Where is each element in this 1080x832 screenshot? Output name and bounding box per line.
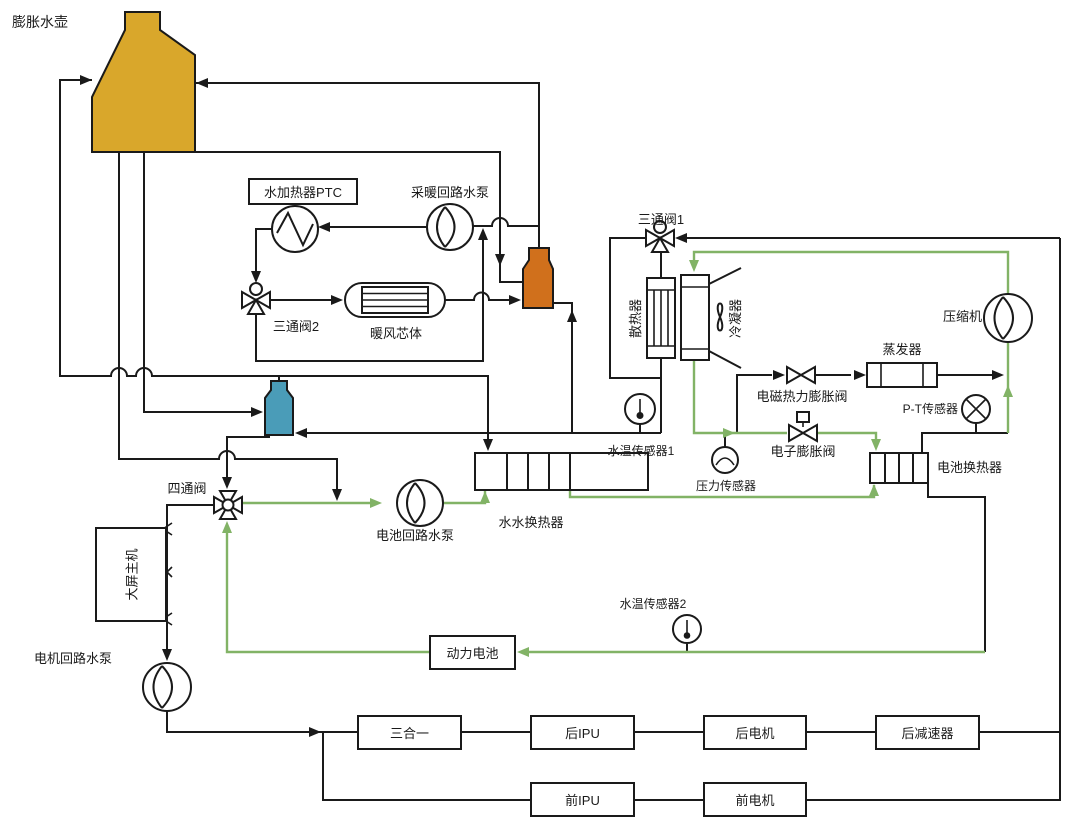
em-expansion-valve-label: 电磁热力膨胀阀 — [756, 389, 848, 404]
electronic-expansion-valve-symbol — [788, 411, 818, 443]
pressure-sensor-symbol — [711, 446, 739, 474]
ptc-heater-label-box: 水加热器PTC — [248, 178, 358, 205]
expansion-tank — [91, 11, 196, 153]
large-screen-host-box: 大屏主机 — [95, 527, 167, 622]
motor-loop-pump-symbol — [142, 662, 192, 712]
water-water-heat-exchanger-symbol — [474, 452, 649, 491]
battery-heat-exchanger-symbol — [869, 452, 929, 484]
four-way-valve-symbol — [213, 490, 243, 520]
ptc-heater-symbol — [271, 205, 319, 253]
three-way-valve-1-symbol — [645, 220, 675, 253]
battery-loop-pump-symbol — [396, 479, 444, 527]
radiator-symbol — [646, 277, 676, 359]
water-temp-sensor-1-symbol — [624, 393, 656, 425]
water-water-heat-exchanger-label: 水水换热器 — [498, 515, 564, 530]
large-screen-host-label: 大屏主机 — [124, 548, 140, 601]
flow-arrows-black — [80, 75, 1004, 737]
heater-core-label: 暖风芯体 — [369, 326, 422, 341]
condenser-label: 冷凝器 — [728, 298, 744, 338]
aux-bottle-orange — [522, 247, 554, 309]
pt-sensor-label: P-T传感器 — [902, 402, 958, 416]
condenser-fan-icon — [716, 302, 724, 332]
radiator-label: 散热器 — [628, 298, 644, 338]
power-battery-box: 动力电池 — [429, 635, 516, 670]
front-motor-box: 前电机 — [703, 782, 807, 817]
expansion-tank-label: 膨胀水壶 — [12, 14, 68, 30]
rear-ipu-box: 后IPU — [530, 715, 635, 750]
radiator-label-wrap: 散热器 — [615, 296, 659, 340]
heating-loop-pump-label: 采暖回路水泵 — [410, 185, 489, 200]
condenser-label-wrap: 冷凝器 — [715, 296, 759, 340]
evaporator-symbol — [866, 362, 938, 388]
condenser-symbol — [680, 267, 742, 369]
evaporator-label: 蒸发器 — [882, 342, 922, 357]
compressor-label: 压缩机 — [942, 309, 982, 324]
compressor-symbol — [983, 293, 1033, 343]
three-way-valve-1-label: 三通阀1 — [637, 212, 685, 227]
em-expansion-valve-symbol — [786, 365, 816, 385]
pipes-coolant-black — [59, 79, 1061, 801]
rear-reducer-box: 后减速器 — [875, 715, 980, 750]
pressure-sensor-label: 压力传感器 — [695, 479, 756, 493]
three-in-one-box: 三合一 — [357, 715, 462, 750]
rear-motor-box: 后电机 — [703, 715, 807, 750]
flow-arrows-green — [222, 260, 1013, 657]
battery-heat-exchanger-label: 电池换热器 — [937, 460, 1003, 475]
water-temp-sensor-2-symbol — [672, 614, 702, 644]
heater-core-symbol — [344, 282, 446, 318]
water-temp-sensor-2-label: 水温传感器2 — [619, 597, 687, 611]
aux-bottle-blue — [264, 380, 294, 436]
three-way-valve-2-symbol — [241, 282, 271, 315]
pt-sensor-symbol — [961, 394, 991, 424]
electronic-expansion-valve-label: 电子膨胀阀 — [770, 444, 836, 459]
battery-loop-pump-label: 电池回路水泵 — [375, 528, 454, 543]
three-way-valve-2-label: 三通阀2 — [272, 319, 320, 334]
water-temp-sensor-1-label: 水温传感器1 — [607, 444, 675, 458]
four-way-valve-label: 四通阀 — [167, 481, 207, 496]
heating-loop-pump-symbol — [426, 203, 474, 251]
motor-loop-pump-label: 电机回路水泵 — [34, 651, 113, 666]
front-ipu-box: 前IPU — [530, 782, 635, 817]
